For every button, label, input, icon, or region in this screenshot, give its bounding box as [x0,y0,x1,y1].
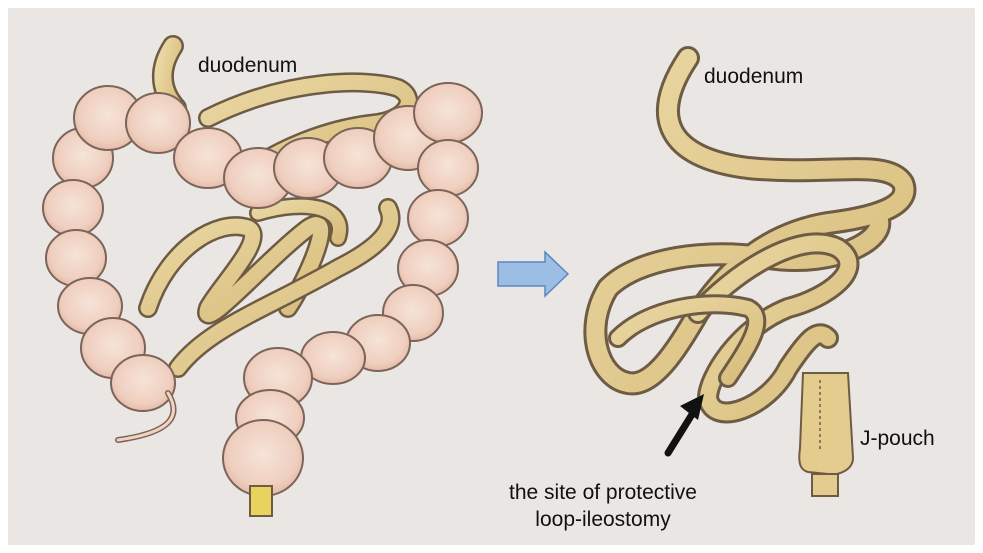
j-pouch-shape [799,373,853,496]
ileostomy-site-line-1: the site of protective [488,479,718,506]
right-arrow-icon [498,252,568,296]
duodenum-label-right: duodenum [704,66,803,87]
drawing-paper: duodenum duodenum J-pouch the site of pr… [8,8,975,545]
right-small-bowel [595,58,904,412]
black-arrow-icon [668,394,704,453]
duodenum-label-left: duodenum [198,55,297,76]
left-anal-canal [250,486,272,516]
j-pouch-label: J-pouch [860,428,935,449]
left-colon [43,83,482,496]
ileostomy-site-line-2: loop-ileostomy [488,506,718,533]
ileostomy-site-label: the site of protective loop-ileostomy [488,479,718,533]
anatomy-illustration [8,8,975,545]
